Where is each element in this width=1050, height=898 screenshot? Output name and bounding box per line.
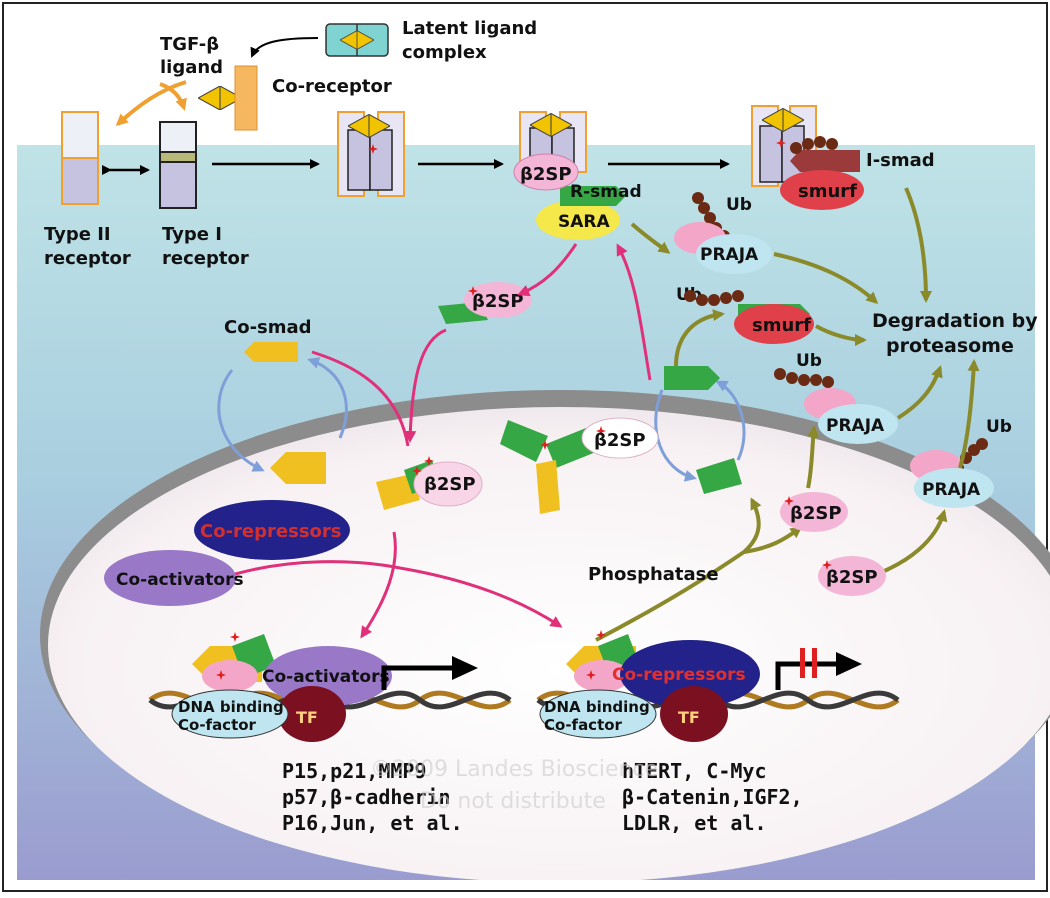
cosmad-label: Co-smad <box>224 317 312 338</box>
dna-label-2b: Co-factor <box>544 716 623 734</box>
smurf-free <box>734 304 814 344</box>
smurf-label-2: smurf <box>752 315 811 336</box>
ubiquitin-chain-4 <box>774 368 834 388</box>
genes-right-3: LDLR, et al. <box>622 811 767 835</box>
watermark-2: Do not distribute <box>420 789 606 814</box>
praja-label-2: PRAJA <box>826 416 885 436</box>
tf-label-1: TF <box>296 708 318 727</box>
ligand-to-type2-arrow <box>115 80 187 127</box>
coreceptor-label: Co-receptor <box>272 76 392 97</box>
type-ii-receptor <box>61 111 99 205</box>
r-smad-cytoplasm <box>664 366 720 390</box>
praja-label-1: PRAJA <box>700 245 759 265</box>
transcription-complex-left <box>171 632 392 742</box>
latent-to-ligand-arrow <box>250 37 319 58</box>
type1-label-2: receptor <box>162 248 249 269</box>
co-smad-nuclear <box>270 452 326 484</box>
type2-label-2: receptor <box>44 248 131 269</box>
ubiquitin-chain-3 <box>684 290 744 306</box>
b2sp-label-4: β2SP <box>424 474 476 495</box>
type1-label-1: Type I <box>162 224 222 245</box>
genes-left-1: P15,p21,MMP9 <box>282 759 427 783</box>
smurf-label-1: smurf <box>798 181 857 202</box>
smad-complex-2 <box>376 456 483 510</box>
type-i-receptor <box>159 121 197 209</box>
praja-1 <box>696 234 772 274</box>
b2sp-at-receptor <box>513 153 579 191</box>
ligand-to-type1-arrow <box>159 82 187 111</box>
ubiquitin-chain-1 <box>790 136 838 154</box>
b2sp-nucleus-2 <box>818 556 886 596</box>
degradation-label-1: Degradation by <box>872 310 1038 332</box>
praja-3 <box>914 468 994 508</box>
dna-label-1a: DNA binding <box>178 698 284 716</box>
genes-right-2: β-Catenin,IGF2, <box>622 785 803 809</box>
phosphatase-label: Phosphatase <box>588 564 719 585</box>
b2sp-nucleus-1 <box>780 492 848 532</box>
block-mark-2 <box>812 648 817 678</box>
watermark-1: ©2009 Landes Bioscience <box>370 757 658 782</box>
transcription-complex-right <box>539 630 760 742</box>
blocked-transcription-arrow <box>775 661 842 690</box>
degradation-arrows <box>595 187 980 642</box>
b2sp-label-5: β2SP <box>790 503 842 524</box>
ub-label-3: Ub <box>796 351 822 371</box>
blue-cycle-arrows <box>217 357 746 482</box>
transcription-start-arrow <box>381 665 458 690</box>
type2-label-1: Type II <box>44 224 111 245</box>
ub-label-4: Ub <box>986 417 1012 437</box>
degradation-label-2: proteasome <box>886 335 1014 357</box>
co-smad-shape <box>244 342 298 362</box>
i-smad-shape <box>790 150 860 172</box>
corepressors-label-1: Co-repressors <box>200 521 342 542</box>
r-smad-shape <box>560 186 626 206</box>
b2sp-cytoplasm <box>464 282 532 318</box>
co-receptor <box>234 65 258 131</box>
coactivators-label-1: Co-activators <box>116 570 244 590</box>
ub-label-1: Ub <box>726 195 752 215</box>
b2sp-label-6: β2SP <box>826 567 878 588</box>
genes-left-2: p57,β-cadherin <box>282 785 451 809</box>
genes-left-3: P16,Jun, et al. <box>282 811 463 835</box>
genes-right-1: hTERT, C-Myc <box>622 759 767 783</box>
sara-protein <box>536 200 620 240</box>
praja-2 <box>818 404 898 444</box>
dna-label-1b: Co-factor <box>178 716 257 734</box>
latent-label-1: Latent ligand <box>402 18 537 39</box>
tf-label-2: TF <box>678 708 700 727</box>
praja-label-3: PRAJA <box>922 480 981 500</box>
receptor-complex-1 <box>337 111 405 197</box>
block-mark-1 <box>800 648 805 678</box>
co-repressors-left <box>194 500 350 560</box>
b2sp-label-1: β2SP <box>520 164 572 185</box>
tgf-label-2: ligand <box>160 57 223 78</box>
r-smad-nucleus <box>696 458 742 494</box>
smad-complex-1 <box>500 417 659 514</box>
sara-label: SARA <box>558 212 610 232</box>
latent-ligand-complex <box>325 23 389 57</box>
dna-label-2a: DNA binding <box>544 698 650 716</box>
pink-pathway-arrows <box>221 243 652 639</box>
smurf-at-receptor <box>780 170 864 210</box>
rsmad-label: R-smad <box>570 182 642 202</box>
corepressors-label-2: Co-repressors <box>612 665 746 685</box>
tgf-label-1: TGF-β <box>160 34 219 55</box>
co-activators-left <box>104 550 236 606</box>
b2sp-label-2: β2SP <box>472 291 524 312</box>
latent-label-2: complex <box>402 42 487 63</box>
ismad-label: I-smad <box>866 150 935 171</box>
b2sp-label-3: β2SP <box>594 430 646 451</box>
coactivators-label-2: Co-activators <box>262 667 390 687</box>
